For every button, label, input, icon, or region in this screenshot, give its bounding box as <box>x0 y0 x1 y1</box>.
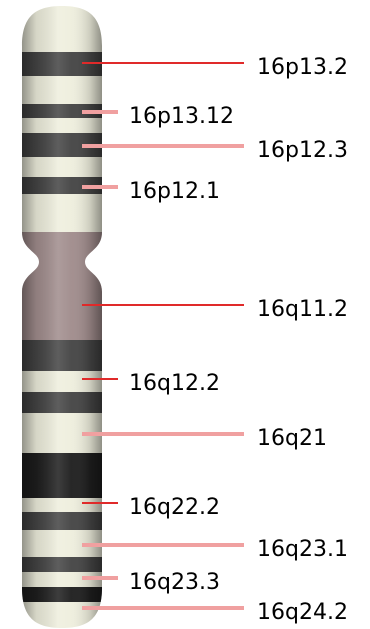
band-labels: 16p13.2 16p13.12 16p12.3 16p12.1 16q11.2… <box>129 55 348 625</box>
chromosome-body <box>22 6 102 628</box>
band-label-16q23-1: 16q23.1 <box>257 537 348 562</box>
band-label-16p13-12: 16p13.12 <box>129 104 234 129</box>
band-leader-lines <box>82 62 244 610</box>
band-label-16q22-2: 16q22.2 <box>129 495 220 520</box>
band-label-16q23-3: 16q23.3 <box>129 570 220 595</box>
band-label-16q12-2: 16q12.2 <box>129 371 220 396</box>
band-label-16q24-2: 16q24.2 <box>257 600 348 625</box>
band-label-16p12-1: 16p12.1 <box>129 179 220 204</box>
band-label-16q21: 16q21 <box>257 426 327 451</box>
chromosome-shading <box>22 6 102 628</box>
band-label-16p13-2: 16p13.2 <box>257 55 348 80</box>
band-label-16p12-3: 16p12.3 <box>257 138 348 163</box>
band-label-16q11-2: 16q11.2 <box>257 297 348 322</box>
